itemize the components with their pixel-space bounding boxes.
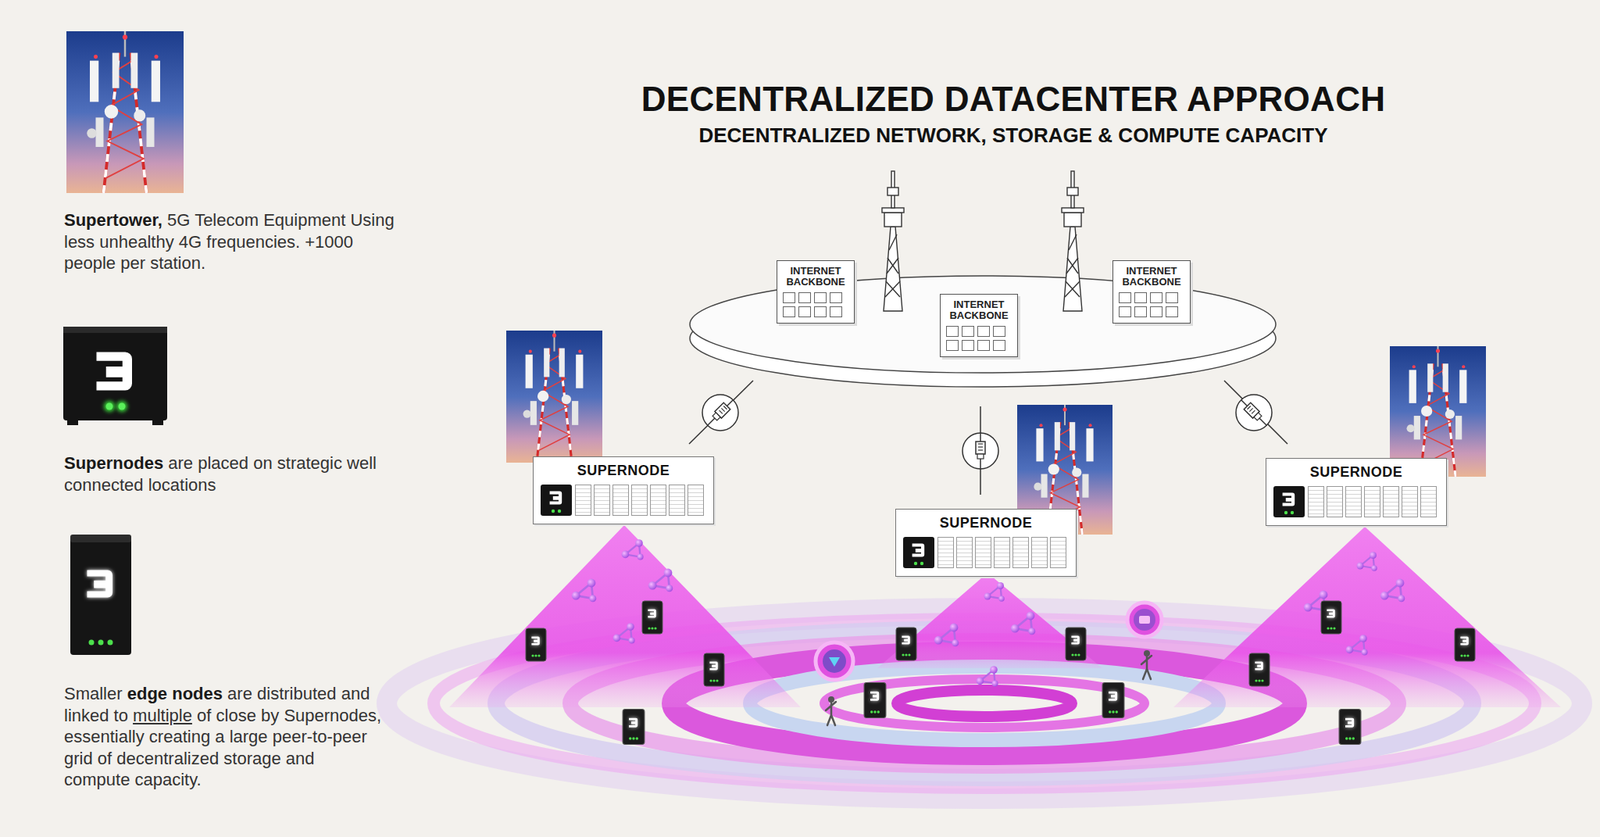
rack-cell (1134, 292, 1147, 304)
rack-cell (798, 306, 811, 318)
rack-cell (992, 339, 1006, 351)
bold-term: Supernodes (64, 453, 164, 473)
supernode-label: SUPERNODE (1273, 463, 1440, 481)
drive-bay (1420, 485, 1437, 518)
bold-term: edge (127, 683, 168, 704)
drive-bay (593, 484, 611, 516)
rack-cell (814, 292, 827, 304)
rack-cell (977, 325, 990, 337)
supernode-logo (540, 484, 572, 516)
rack-cell (1165, 306, 1179, 318)
drive-bay (956, 536, 973, 568)
rack-cell (992, 325, 1006, 337)
description-note: Supernodes are placed on strategic well … (64, 452, 408, 496)
radio-mast (882, 171, 1084, 311)
rack-cell (1165, 292, 1179, 304)
drive-bay (631, 484, 648, 516)
coverage-cone (449, 525, 1561, 708)
drive-bay (993, 536, 1011, 568)
rack-cell (829, 306, 843, 318)
drive-bay (668, 484, 686, 516)
drive-bay (1050, 536, 1067, 568)
drive-bay (1307, 485, 1325, 518)
drive-bay (650, 484, 667, 516)
supertower-photo (506, 330, 1486, 535)
description-note: Supertower, 5G Telecom Equipment Using l… (64, 209, 408, 275)
server-rack-grid (1118, 292, 1185, 318)
drive-row (540, 484, 707, 516)
plug-icon (694, 386, 1279, 469)
supernode-label: SUPERNODE (903, 514, 1069, 532)
drive-bay (975, 536, 992, 568)
drive-bay (1326, 485, 1343, 518)
drive-row (903, 536, 1069, 568)
drive-bay (1012, 536, 1029, 568)
server-rack-grid (946, 325, 1012, 351)
drive-bay (1382, 485, 1400, 518)
supernode-box: SUPERNODE (532, 456, 715, 525)
backbone-label: INTERNET BACKBONE (1118, 265, 1185, 288)
rack-cell (1134, 306, 1147, 318)
backbone-box: INTERNET BACKBONE (776, 260, 855, 324)
drive-bay (1401, 485, 1418, 518)
rack-cell (814, 306, 827, 318)
drive-bay (937, 536, 954, 568)
rack-cell (946, 339, 959, 351)
backbone-label: INTERNET BACKBONE (946, 299, 1012, 322)
rack-cell (782, 306, 796, 318)
drive-bay (1345, 485, 1362, 518)
backbone-label: INTERNET BACKBONE (782, 265, 849, 288)
rack-cell (1150, 292, 1163, 304)
supernode-box: SUPERNODE (1265, 457, 1447, 526)
rack-cell (977, 339, 990, 351)
app-badge (815, 602, 1162, 680)
drive-bay (1364, 485, 1381, 518)
legend-supernode-icon (63, 326, 168, 425)
drive-row (1273, 485, 1440, 518)
bold-term: Supertower, (64, 210, 163, 230)
drive-bay (687, 484, 704, 516)
drive-bay (612, 484, 629, 516)
rack-cell (798, 292, 811, 304)
rack-cell (1118, 292, 1132, 304)
diagram-subtitle: DECENTRALIZED NETWORK, STORAGE & COMPUTE… (698, 123, 1328, 148)
backbone-box: INTERNET BACKBONE (1112, 260, 1191, 324)
edge-node-device (525, 600, 1475, 745)
uplink-cable (689, 380, 1288, 495)
backbone-box: INTERNET BACKBONE (939, 293, 1018, 358)
rack-cell (961, 339, 975, 351)
description-note: Smaller edge nodes are distributed and l… (64, 682, 385, 791)
rack-cell (961, 325, 975, 337)
rack-cell (946, 325, 959, 337)
supernode-logo (1273, 485, 1305, 518)
drive-bay (1031, 536, 1048, 568)
underlined-term: multiple (132, 705, 193, 725)
bold-term: nodes (171, 683, 223, 704)
supernode-box: SUPERNODE (895, 508, 1077, 577)
rack-cell (1118, 306, 1132, 318)
rack-cell (1150, 306, 1163, 318)
drive-bay (575, 484, 592, 516)
supernode-logo (903, 536, 935, 568)
supernode-label: SUPERNODE (540, 461, 707, 479)
legend-supertower-photo (66, 31, 184, 193)
person-figure (825, 650, 1152, 725)
server-rack-grid (782, 292, 849, 318)
legend-edge-node-icon (70, 534, 132, 655)
rack-cell (782, 292, 796, 304)
diagram-title: DECENTRALIZED DATACENTER APPROACH (641, 79, 1386, 119)
rack-cell (829, 292, 843, 304)
